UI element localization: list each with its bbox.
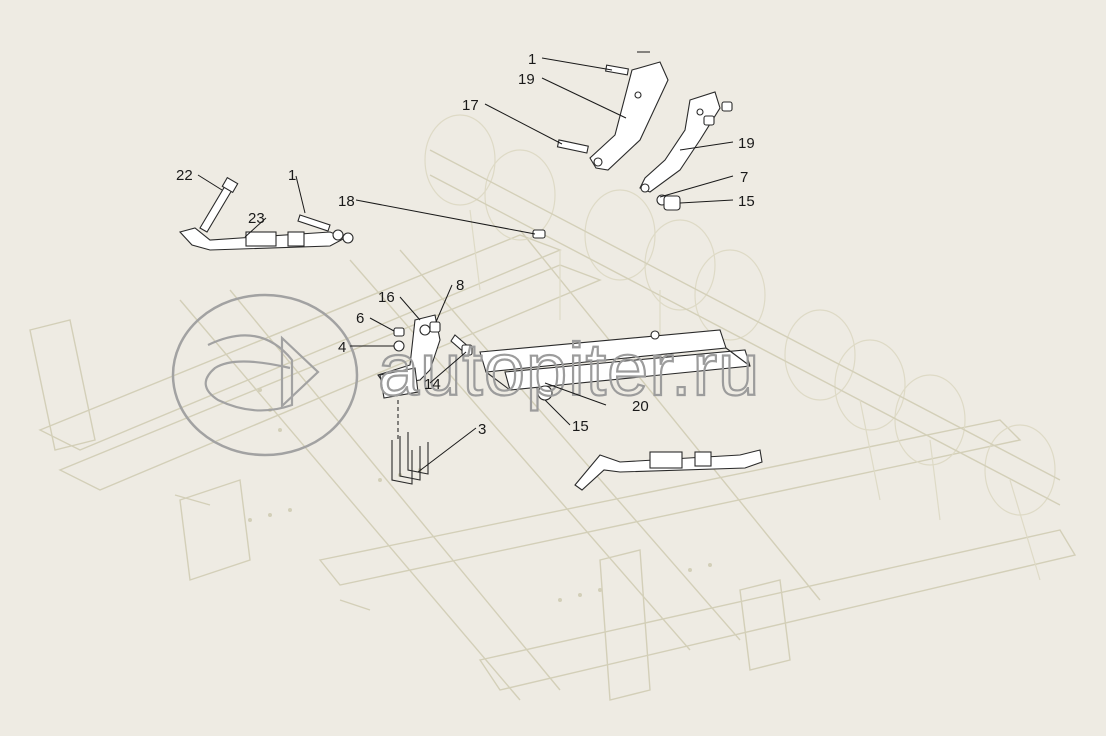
part-brackets-19 [589, 61, 721, 193]
part-clamp-bracket-16 [377, 314, 473, 399]
part-bolts-and-nuts [532, 64, 733, 239]
part-u-bolt-3 [391, 400, 429, 485]
part-turnbuckle-lower [574, 449, 763, 491]
callout-labels: 1 19 17 19 7 15 22 1 23 18 16 8 6 4 14 2… [176, 51, 755, 438]
callout-4: 4 [338, 339, 346, 356]
callout-1-top: 1 [528, 51, 536, 68]
callout-8: 8 [456, 277, 464, 294]
callout-17: 17 [462, 97, 479, 114]
leader-lines [197, 51, 734, 473]
callout-6: 6 [356, 310, 364, 327]
part-beam-20 [479, 329, 751, 401]
callout-7: 7 [740, 169, 748, 186]
callout-16: 16 [378, 289, 395, 306]
callout-14: 14 [424, 376, 441, 393]
callout-15-bottom: 15 [572, 418, 589, 435]
watermark-text: autopiter.ru [378, 328, 760, 411]
callout-22: 22 [176, 167, 193, 184]
callout-19-right: 19 [738, 135, 755, 152]
callout-1-left: 1 [288, 167, 296, 184]
callout-3: 3 [478, 421, 486, 438]
part-turnbuckle-upper [178, 176, 354, 251]
callout-15-top: 15 [738, 193, 755, 210]
callout-23: 23 [248, 210, 265, 227]
callout-19-top: 19 [518, 71, 535, 88]
autopiter-logo-icon [171, 293, 359, 457]
callout-18: 18 [338, 193, 355, 210]
callout-20: 20 [632, 398, 649, 415]
